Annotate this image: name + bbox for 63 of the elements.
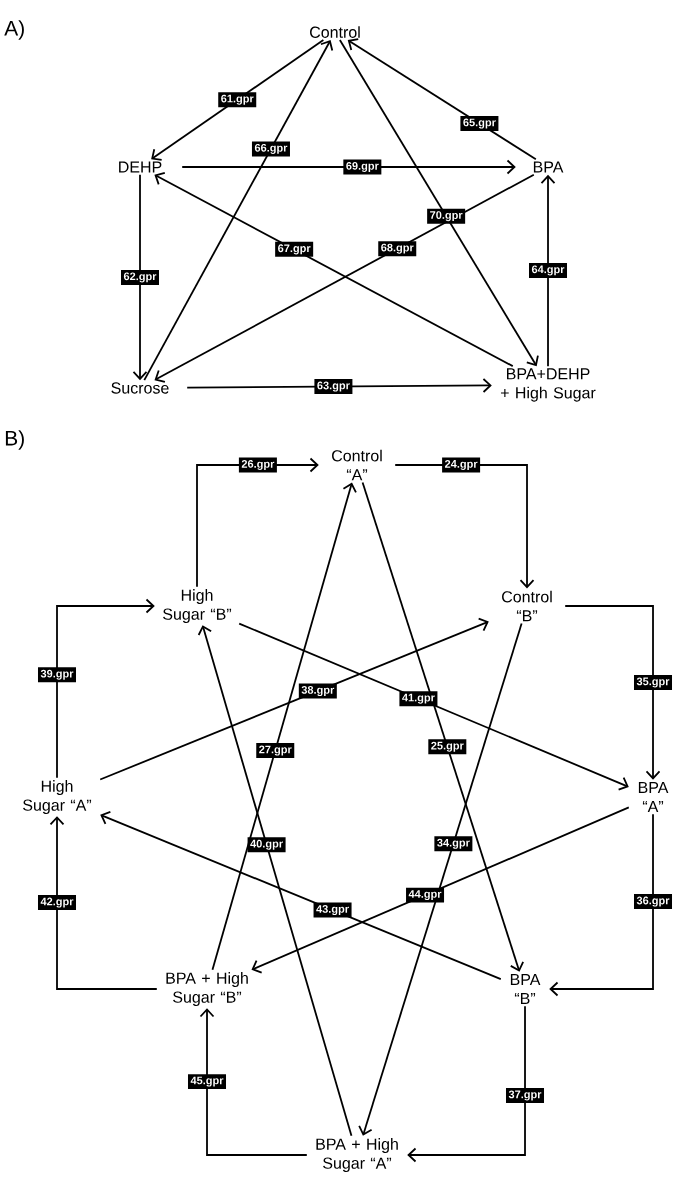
edge-label: 34.gpr [434, 836, 473, 852]
treatment-label: High Sugar “A” [23, 780, 92, 814]
edge-label: 41.gpr [399, 691, 438, 707]
treatment-label: BPA “A” [638, 782, 669, 812]
edge-label: 63.gpr [314, 379, 353, 395]
arrow [151, 39, 325, 161]
treatment-label: High Sugar “B” [163, 589, 232, 623]
treatment-label: DEHP [119, 161, 162, 173]
edge-label: 45.gpr [188, 1074, 226, 1090]
arrow [564, 605, 661, 780]
edge-label: 39.gpr [38, 667, 76, 683]
edge-label: 62.gpr [121, 269, 159, 285]
edge-label: 26.gpr [238, 457, 277, 473]
arrow [361, 481, 525, 972]
arrow [358, 622, 523, 1136]
edge-label: 37.gpr [506, 1088, 544, 1103]
arrow [347, 38, 537, 161]
arrow [251, 806, 630, 974]
edge-label: 44.gpr [406, 887, 445, 903]
edge-label: 25.gpr [428, 739, 467, 755]
treatment-label: BPA + High Sugar “B” [166, 972, 248, 1006]
edge-label: 67.gpr [275, 241, 314, 257]
edge-label: 69.gpr [343, 159, 382, 175]
edge-label: 42.gpr [38, 895, 76, 911]
arrow [56, 598, 155, 779]
panel-label: B) [5, 430, 24, 450]
treatment-label: BPA [533, 161, 564, 173]
treatment-label: Sucrose [111, 382, 169, 394]
treatment-label: Control “B” [502, 590, 552, 622]
treatment-label: BPA+DEHP + High Sugar [501, 368, 596, 402]
edge-label: 40.gpr [247, 837, 286, 853]
treatment-label: BPA + High Sugar “A” [316, 1138, 398, 1172]
arrow [132, 173, 148, 381]
treatment-label: Control “A” [332, 449, 382, 481]
arrow [197, 625, 353, 1137]
edge-label: 38.gpr [298, 683, 337, 699]
treatment-label: BPA “B” [510, 974, 541, 1004]
edge-label: 65.gpr [460, 116, 499, 132]
edge-label: 27.gpr [256, 743, 295, 759]
treatment-label: Control [310, 26, 360, 38]
arrow [407, 1005, 526, 1163]
arrow [211, 482, 357, 971]
edge-label: 24.gpr [442, 457, 481, 473]
arrow [99, 617, 489, 781]
edge-label: 68.gpr [378, 241, 417, 257]
arrow [338, 39, 539, 367]
arrow [181, 159, 516, 175]
edge-label: 70.gpr [427, 208, 466, 224]
arrow [100, 810, 502, 980]
arrow [238, 622, 629, 791]
panel-label: A) [4, 20, 24, 40]
edge-label: 43.gpr [313, 902, 352, 918]
edge-label: 61.gpr [218, 92, 257, 108]
edge-label: 66.gpr [251, 141, 290, 157]
edge-label: 36.gpr [634, 894, 672, 910]
arrow [540, 174, 556, 368]
arrow [186, 378, 492, 393]
arrow [49, 816, 158, 990]
edge-label: 64.gpr [529, 262, 567, 278]
arrow [199, 1008, 308, 1156]
arrow [143, 40, 334, 382]
edge-label: 35.gpr [634, 674, 672, 690]
arrow [549, 813, 654, 997]
